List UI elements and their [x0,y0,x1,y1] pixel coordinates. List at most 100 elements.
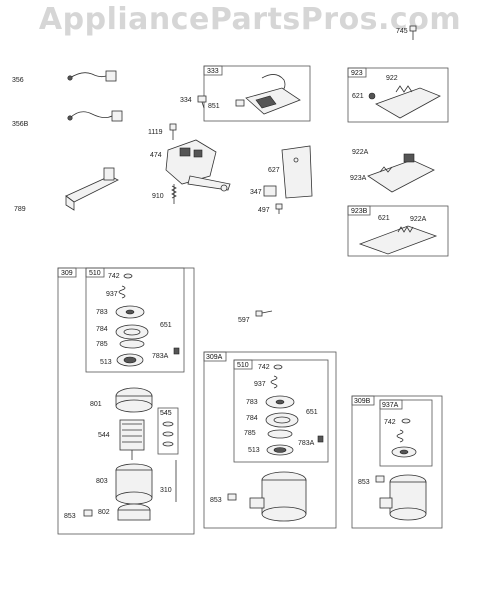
box-545 [157,407,179,455]
label-923a: 923A [350,175,367,182]
nut-783a-mid[interactable] [317,435,324,443]
label-597: 597 [238,317,250,324]
control-assembly-923[interactable] [368,85,441,119]
label-1119: 1119 [148,129,163,136]
gear-783-left[interactable] [115,305,145,319]
label-784-left: 784 [96,326,108,333]
screw-497[interactable] [275,203,283,214]
box-label-309b: 309B [354,398,371,405]
label-801: 801 [90,401,102,408]
box-label-923: 923 [351,70,363,77]
label-621-923b: 621 [378,215,390,222]
label-474: 474 [150,152,162,159]
box-510-mid [233,359,329,463]
label-497: 497 [258,207,270,214]
label-802: 802 [98,509,110,516]
label-783a-left: 783A [152,353,169,360]
label-784-mid: 784 [246,415,258,422]
screw-853-left[interactable] [83,509,93,517]
label-783-mid: 783 [246,399,258,406]
box-label-309: 309 [61,270,73,277]
label-783-left: 783 [96,309,108,316]
screw-334[interactable] [197,95,207,109]
box-333 [203,65,311,122]
label-651-mid: 651 [306,409,318,416]
label-789: 789 [14,206,26,213]
control-assembly-923b[interactable] [358,225,438,255]
pinion-513-mid[interactable] [266,444,294,456]
clutch-784-left[interactable] [115,324,149,340]
spring-937-mid[interactable] [270,375,278,389]
label-853-right: 853 [358,479,370,486]
nut-783a-left[interactable] [173,347,180,355]
bracket-789[interactable] [65,167,119,211]
label-356: 356 [12,77,24,84]
armature-544[interactable] [119,419,145,460]
label-513-mid: 513 [248,447,260,454]
clip-742-right[interactable] [401,418,411,424]
switch-347[interactable] [263,185,277,197]
starter-motor-309b[interactable] [379,474,427,521]
label-937-left: 937 [106,291,118,298]
box-923 [347,67,449,123]
label-783a-mid: 783A [298,440,315,447]
label-651-left: 651 [160,322,172,329]
box-label-545: 545 [160,410,172,417]
spring-937-left[interactable] [118,285,126,299]
box-label-510-left: 510 [89,270,101,277]
control-bracket-474[interactable] [165,139,231,192]
gear-783-mid[interactable] [265,395,295,409]
plate-627[interactable] [281,145,313,199]
washer-785-mid[interactable] [267,429,293,439]
wire-harness-356[interactable] [67,70,117,82]
end-cap-802[interactable] [117,503,151,521]
label-621-top: 621 [352,93,364,100]
box-923b [347,205,449,257]
label-513-left: 513 [100,359,112,366]
label-742-right: 742 [384,419,396,426]
box-label-309a: 309A [206,354,223,361]
washer-785-left[interactable] [119,339,145,349]
label-742-left: 742 [108,273,120,280]
end-cap-801[interactable] [115,387,153,413]
label-347: 347 [250,189,262,196]
label-544: 544 [98,432,110,439]
label-922: 922 [386,75,398,82]
box-309b [351,395,443,529]
label-785-mid: 785 [244,430,256,437]
label-851: 851 [208,103,220,110]
label-627: 627 [268,167,280,174]
label-803: 803 [96,478,108,485]
box-309a [203,351,337,529]
clutch-784-mid[interactable] [265,412,299,428]
spring-910[interactable] [171,184,177,204]
label-785-left: 785 [96,341,108,348]
box-510-left [85,267,185,373]
governor-control-333[interactable] [235,74,301,115]
watermark-logo: AppliancePartsPros.com [38,2,462,37]
brush-set-545[interactable] [162,421,174,447]
label-937-mid: 937 [254,381,266,388]
wire-harness-356b[interactable] [67,110,123,122]
pinion-513-left[interactable] [116,353,144,367]
box-label-510-mid: 510 [237,362,249,369]
housing-803[interactable] [115,463,153,505]
screw-853-right[interactable] [375,475,385,483]
label-922a: 922A [352,149,369,156]
label-853-mid: 853 [210,497,222,504]
box-label-923b: 923B [351,208,368,215]
screw-745[interactable] [409,25,417,40]
control-assembly-923a[interactable] [367,153,435,193]
label-853-left: 853 [64,513,76,520]
screw-597[interactable] [255,310,273,317]
clip-742-left[interactable] [123,273,133,279]
screw-853-mid[interactable] [227,493,237,501]
label-310: 310 [160,487,172,494]
starter-motor-309a[interactable] [249,471,307,522]
label-910: 910 [152,193,164,200]
screw-1119[interactable] [169,123,177,140]
clip-742-mid[interactable] [273,364,283,370]
box-label-333: 333 [207,68,219,75]
drive-assembly-937a[interactable] [391,429,417,458]
